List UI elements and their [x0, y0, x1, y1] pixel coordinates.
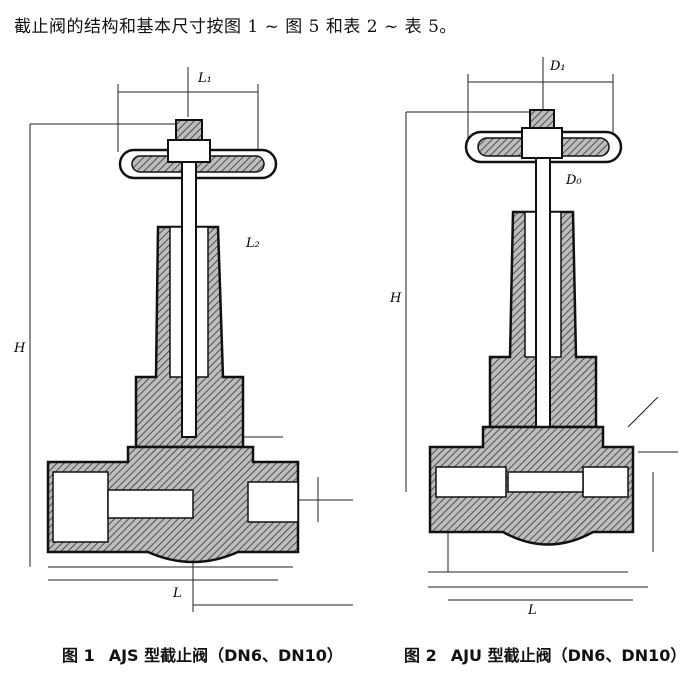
fig2-label-stem-callout: D₀ [565, 173, 582, 188]
fig2-dimension-lines [405, 57, 678, 601]
figure-2-caption: 图 2 AJU 型截止阀（DN6、DN10） [404, 642, 686, 666]
fig1-stem-nut [175, 119, 203, 141]
fig1-label-left-dim: H [13, 341, 26, 356]
figure-1-caption-text: AJS 型截止阀（DN6、DN10） [108, 646, 343, 665]
fig2-label-bottom-dim: L [527, 603, 537, 618]
figure-1-valve-drawing: L₁ H L₂ L [8, 52, 356, 622]
intro-text: 截止阀的结构和基本尺寸按图 1 ~ 图 5 和表 2 ~ 表 5。 [14, 17, 457, 37]
fig1-label-top-dim: L₁ [197, 71, 212, 86]
fig2-label-top-dim: D₁ [549, 59, 566, 74]
fig2-label-left-dim: H [389, 291, 402, 306]
figure-2-caption-text: AJU 型截止阀（DN6、DN10） [450, 646, 687, 665]
fig1-label-stem-callout: L₂ [245, 236, 260, 251]
figure-1-svg: L₁ H L₂ L [13, 67, 353, 612]
fig2-stem [535, 157, 551, 439]
figure-2-svg: D₁ H D₀ L [389, 57, 678, 618]
figure-1-caption: 图 1 AJS 型截止阀（DN6、DN10） [62, 642, 343, 666]
figure-1-number: 图 1 [62, 646, 95, 665]
fig1-stem [181, 161, 197, 438]
figure-2-valve-drawing: D₁ H D₀ L [388, 52, 688, 622]
figure-2-number: 图 2 [404, 646, 437, 665]
fig1-label-bottom-dim: L [172, 586, 182, 601]
